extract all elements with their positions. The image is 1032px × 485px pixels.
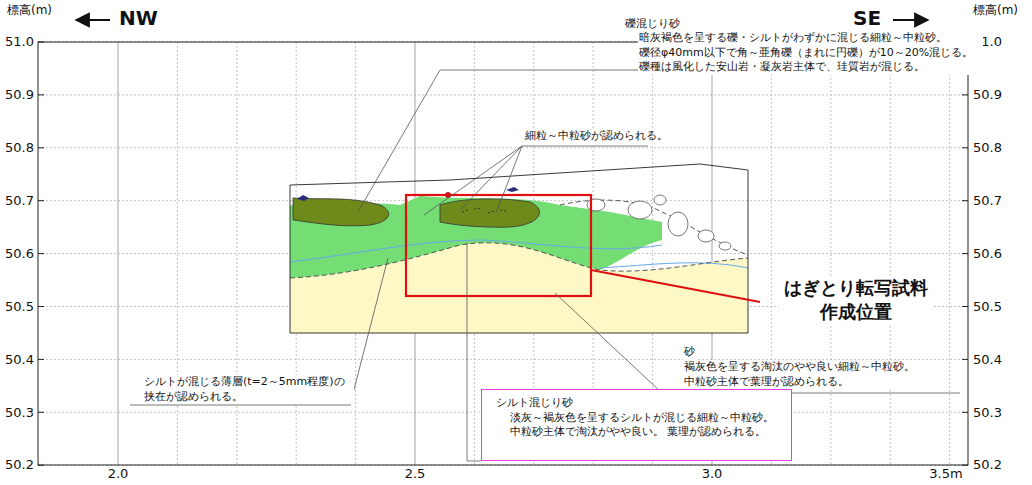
sampling-leader — [591, 270, 760, 302]
axis-title: 標高(m) — [6, 3, 53, 17]
axis-tick — [962, 359, 968, 360]
axis-value: 50.7 — [972, 193, 1003, 209]
axis-tick — [962, 253, 968, 254]
axis-value: 2.5 — [404, 466, 427, 482]
leader-lines — [130, 70, 960, 461]
axis-tick — [38, 147, 44, 148]
annotation: シルトが混じる薄層(t=2～5mm程度)の 挟在が認められる。 — [143, 375, 354, 404]
axis-value: 50.7 — [4, 193, 35, 209]
grid-line — [890, 42, 891, 465]
grid-lines — [38, 42, 968, 465]
layer-description: 暗灰褐色を呈する礫・シルトがわずかに混じる細粒～中粒砂。 礫径φ40mm以下で角… — [638, 31, 983, 75]
axis-value: 50.4 — [4, 352, 35, 368]
annotation: 細粒～中粒砂が認められる。 — [524, 129, 669, 144]
grid-line — [830, 42, 831, 465]
axis-tick — [38, 200, 44, 201]
grid-line — [949, 42, 950, 465]
layer-name: 砂 — [683, 345, 696, 360]
plot-frame — [38, 42, 968, 465]
axis-tick — [38, 359, 44, 360]
axis-value: 50.6 — [4, 246, 35, 262]
axis-value: 3.0 — [701, 466, 724, 482]
se-arrow — [893, 19, 928, 21]
axis-value: 50.5 — [972, 299, 1003, 315]
axis-tick — [962, 94, 968, 95]
axis-value: 50.6 — [972, 246, 1003, 262]
axis-value: 50.3 — [4, 405, 35, 421]
layer-description: 淡灰～褐灰色を呈するシルトが混じる細粒～中粒砂。 中粒砂主体で淘汰がやや良い。 … — [510, 411, 782, 440]
axis-value: 50.5 — [4, 299, 35, 315]
description-box: シルト混じり砂淡灰～褐灰色を呈するシルトが混じる細粒～中粒砂。 中粒砂主体で淘汰… — [481, 389, 792, 461]
layer-name: シルト混じり砂 — [496, 396, 581, 411]
axis-tick — [962, 147, 968, 148]
soil-section — [290, 164, 748, 333]
axis-value: 50.9 — [4, 87, 35, 103]
direction-label: NW — [118, 6, 159, 30]
axis-value: 50.4 — [972, 352, 1003, 368]
axis-tick — [962, 412, 968, 413]
sampling-area — [406, 195, 591, 296]
axis-value: 50.2 — [4, 457, 35, 473]
axis-value: 3.5m — [928, 466, 963, 482]
layer-description: 褐灰色を呈する淘汰のやや良い細粒～中粒砂。 中粒砂主体で葉理が認められる。 — [683, 360, 924, 389]
axis-tick — [962, 306, 968, 307]
direction-label: SE — [852, 6, 882, 30]
axis-title: 標高(m) — [972, 3, 1019, 17]
axis-value: 50.3 — [972, 405, 1003, 421]
nw-arrow — [76, 19, 110, 21]
axis-value: 51.0 — [4, 34, 35, 50]
axis-value: 50.9 — [972, 87, 1003, 103]
axis-value: 2.0 — [107, 466, 130, 482]
axis-tick — [38, 253, 44, 254]
axis-value: 50.8 — [4, 140, 35, 156]
layer-name: 礫混じり砂 — [624, 17, 681, 32]
grid-line — [118, 42, 119, 465]
axis-tick — [38, 306, 44, 307]
axis-tick — [962, 200, 968, 201]
sampling-label: はぎとり転写試料 作成位置 — [779, 276, 933, 324]
axis-tick — [38, 94, 44, 95]
axis-tick — [38, 412, 44, 413]
axis-value: 50.8 — [972, 140, 1003, 156]
axis-value: 50.2 — [972, 457, 1003, 473]
